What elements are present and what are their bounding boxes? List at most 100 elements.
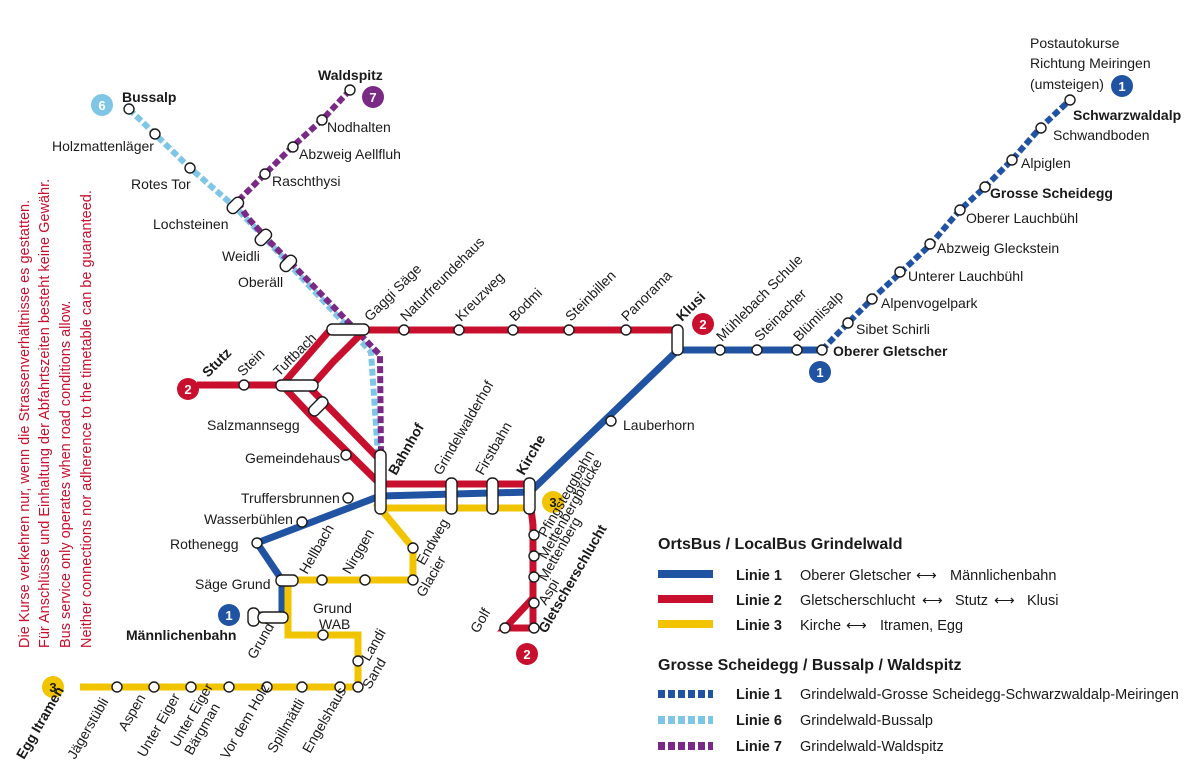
label-steinbillen: Steinbillen: [562, 267, 619, 324]
stop-waldspitz[interactable]: [344, 84, 356, 96]
label-weidli: Weidli: [222, 248, 260, 264]
stop-abzweig-aellfluh[interactable]: [287, 141, 299, 153]
legend-line-3-name: Linie 3: [736, 618, 782, 634]
stop-panorama[interactable]: [620, 324, 632, 336]
legend-line-3-to: Itramen, Egg: [880, 618, 963, 634]
legend-line-2-via: Stutz: [955, 593, 988, 609]
stop-sand[interactable]: [352, 681, 364, 693]
double-arrow-icon: ⟷: [846, 618, 867, 634]
label-oberer-gletscher: Oberer Gletscher: [833, 343, 948, 359]
svg-text:2: 2: [699, 317, 706, 332]
label-bahnhof: Bahnhof: [385, 420, 427, 477]
hub-bahnhof: [374, 449, 387, 515]
legend-line-1-to: Männlichenbahn: [950, 568, 1056, 584]
stop-endweg[interactable]: [407, 542, 419, 554]
svg-text:1: 1: [816, 365, 823, 380]
label-sibet-schirli: Sibet Schirli: [856, 321, 930, 337]
line-2-route-stutz-klusi: [197, 326, 676, 389]
hub-firstbahn: [486, 477, 499, 515]
legend-title-local: OrtsBus / LocalBus Grindelwald: [658, 536, 903, 553]
line-3-route: [80, 504, 528, 691]
stop-grosse-scheidegg[interactable]: [979, 181, 991, 193]
stop-alpiglen[interactable]: [1006, 154, 1018, 166]
stop-unter-eiger[interactable]: [185, 681, 197, 693]
stop-unter-eiger-baergman[interactable]: [223, 681, 235, 693]
line-1-regional-route: [819, 97, 1073, 353]
disclaimer-line-2: Für Anschlüsse und Einhaltung der Abfahr…: [37, 179, 53, 648]
stop-alpenvogelpark[interactable]: [866, 293, 878, 305]
stop-nodhalten[interactable]: [316, 114, 328, 126]
stop-landi[interactable]: [352, 655, 364, 667]
stop-aspen[interactable]: [148, 681, 160, 693]
stop-glacier[interactable]: [407, 574, 419, 586]
stop-golf[interactable]: [499, 622, 511, 634]
badge-2-stutz: 2: [177, 378, 199, 400]
stop-kreuzweg[interactable]: [453, 324, 465, 336]
stop-jaegerstuebli[interactable]: [111, 681, 123, 693]
stop-bussalp[interactable]: [123, 103, 135, 115]
label-grosse-scheidegg: Grosse Scheidegg: [990, 185, 1113, 201]
stop-bluemlisalp[interactable]: [791, 344, 803, 356]
label-hellbach: Hellbach: [296, 521, 337, 576]
label-egg-itramen: Egg Itramen: [13, 683, 67, 761]
stop-lauberhorn[interactable]: [605, 415, 617, 427]
label-unterer-lauchbuehl: Unterer Lauchbühl: [908, 268, 1023, 284]
label-holzmattenlaeger: Holzmattenläger: [52, 138, 154, 154]
stop-steinacher[interactable]: [751, 344, 763, 356]
stop-unterer-lauchbuehl[interactable]: [894, 266, 906, 278]
label-oberaell: Oberäll: [238, 274, 283, 290]
hub-lochsteinen: [226, 196, 245, 215]
stop-schwarzwaldalp[interactable]: [1064, 94, 1076, 106]
label-nodhalten: Nodhalten: [327, 119, 391, 135]
stop-abzweig-gleckstein[interactable]: [924, 238, 936, 250]
badge-2-gletscherschlucht: 2: [516, 643, 538, 665]
label-bussalp: Bussalp: [122, 89, 176, 105]
stop-wasserbuehlen[interactable]: [296, 516, 308, 528]
hub-saege-grund: [275, 574, 299, 587]
stop-muehlebach-schule[interactable]: [714, 344, 726, 356]
badge-6-bussalp: 6: [91, 94, 113, 116]
label-schwarzwaldalp: Schwarzwaldalp: [1073, 107, 1181, 123]
stop-raschthysi[interactable]: [259, 168, 271, 180]
stop-aspi[interactable]: [528, 597, 540, 609]
stop-vor-dem-holz[interactable]: [261, 681, 273, 693]
double-arrow-icon: ⟷: [916, 568, 937, 584]
postauto-label-3: (umsteigen): [1030, 76, 1104, 92]
hub-salzmannsegg: [308, 396, 329, 417]
legend-line-2-name: Linie 2: [736, 593, 782, 609]
stop-truffersbrunnen[interactable]: [342, 492, 354, 504]
legend-line-1-from: Oberer Gletscher: [800, 568, 911, 584]
stop-engelshaus[interactable]: [334, 681, 346, 693]
badge-3-egg-itramen: 3: [42, 676, 64, 698]
badge-2-klusi: 2: [692, 313, 714, 335]
stop-gemeindehaus[interactable]: [340, 449, 352, 461]
label-stein: Stein: [234, 345, 268, 379]
stop-rotes-tor[interactable]: [184, 162, 196, 174]
stop-holzmattenlaeger[interactable]: [149, 128, 161, 140]
stop-oberer-gletscher[interactable]: [816, 344, 828, 356]
stop-naturfreundehaus[interactable]: [398, 324, 410, 336]
label-grund-wab-2: WAB: [319, 616, 350, 632]
stop-spillmaettli[interactable]: [296, 681, 308, 693]
stop-hellbach[interactable]: [316, 574, 328, 586]
stop-oberer-lauchbuehl[interactable]: [954, 204, 966, 216]
stop-rothenegg[interactable]: [251, 537, 263, 549]
postauto-label-2: Richtung Meiringen: [1030, 55, 1151, 71]
stop-nirggen[interactable]: [359, 574, 371, 586]
stop-sibet-schirli[interactable]: [842, 317, 854, 329]
stop-gletscherschlucht[interactable]: [528, 622, 540, 634]
stop-steinbillen[interactable]: [563, 324, 575, 336]
stop-grund-wab[interactable]: [317, 629, 329, 641]
stop-mettenbergbruecke[interactable]: [528, 550, 540, 562]
stop-pfingsteggbahn[interactable]: [528, 529, 540, 541]
stop-mettenberg[interactable]: [528, 571, 540, 583]
label-stutz: Stutz: [199, 345, 235, 381]
double-arrow-icon: ⟷: [994, 593, 1015, 609]
stop-schwandboden[interactable]: [1035, 122, 1047, 134]
stop-stein[interactable]: [238, 379, 250, 391]
legend-line-7-name: Linie 7: [736, 739, 782, 755]
label-grund: Grund: [244, 620, 277, 662]
stop-bodmi[interactable]: [507, 324, 519, 336]
legend-line-6-name: Linie 6: [736, 713, 782, 729]
disclaimer-line-3: Bus service only operates when road cond…: [58, 301, 74, 648]
